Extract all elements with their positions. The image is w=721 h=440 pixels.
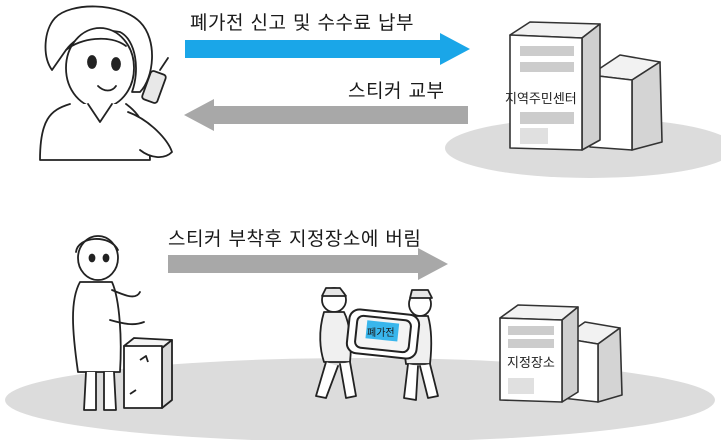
sticker-mark: [365, 320, 400, 342]
step1-report-label: 폐가전 신고 및 수수료 납부: [190, 12, 414, 34]
appliance-box: [123, 337, 173, 409]
designated-place-label: 지정장소: [507, 356, 555, 371]
community-center-label: 지역주민센터: [505, 92, 577, 107]
step2-sticker-label: 스티커 교부: [348, 80, 445, 102]
resident-on-phone-figure: [39, 5, 173, 161]
report-arrow: [185, 33, 470, 65]
tv-appliance: [345, 308, 421, 360]
resident-pointing-figure: [72, 235, 145, 411]
sticker-return-arrow: [184, 99, 468, 131]
step3-dispose-label: 스티커 부착후 지정장소에 버림: [168, 228, 422, 250]
disposal-arrow: [168, 248, 448, 280]
appliance-sticker-label: 폐가전: [367, 328, 395, 339]
designated-place-building: [499, 304, 623, 403]
community-center-building: [509, 21, 663, 151]
